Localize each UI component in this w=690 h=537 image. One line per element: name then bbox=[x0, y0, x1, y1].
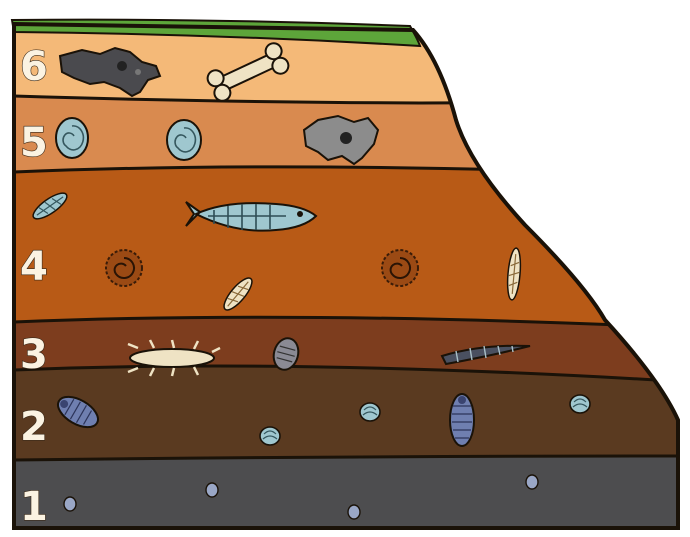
layer-4-number: 4 bbox=[20, 244, 48, 290]
layer-2-number: 2 bbox=[20, 404, 48, 450]
spiral-fossil bbox=[106, 250, 142, 286]
layer-2-band bbox=[0, 366, 690, 460]
small-shell-fossil bbox=[526, 475, 538, 489]
shell-fossil bbox=[260, 427, 280, 445]
small-shell-fossil bbox=[64, 497, 76, 511]
shell-fossil bbox=[570, 395, 590, 413]
ammonite-fossil bbox=[167, 120, 201, 160]
layer-6-band bbox=[0, 0, 690, 102]
layer-1-band bbox=[0, 456, 690, 537]
layer-6-number: 6 bbox=[20, 44, 48, 90]
ammonite-fossil bbox=[56, 118, 88, 158]
small-shell-fossil bbox=[348, 505, 360, 519]
layer-1-number: 1 bbox=[20, 484, 48, 530]
shell-fossil bbox=[360, 403, 380, 421]
layer-3-number: 3 bbox=[20, 332, 48, 378]
small-shell-fossil bbox=[206, 483, 218, 497]
trilobite-fossil bbox=[450, 394, 474, 446]
layer-5-number: 5 bbox=[20, 120, 48, 166]
spiral-fossil bbox=[382, 250, 418, 286]
layer-4-band bbox=[0, 167, 690, 328]
